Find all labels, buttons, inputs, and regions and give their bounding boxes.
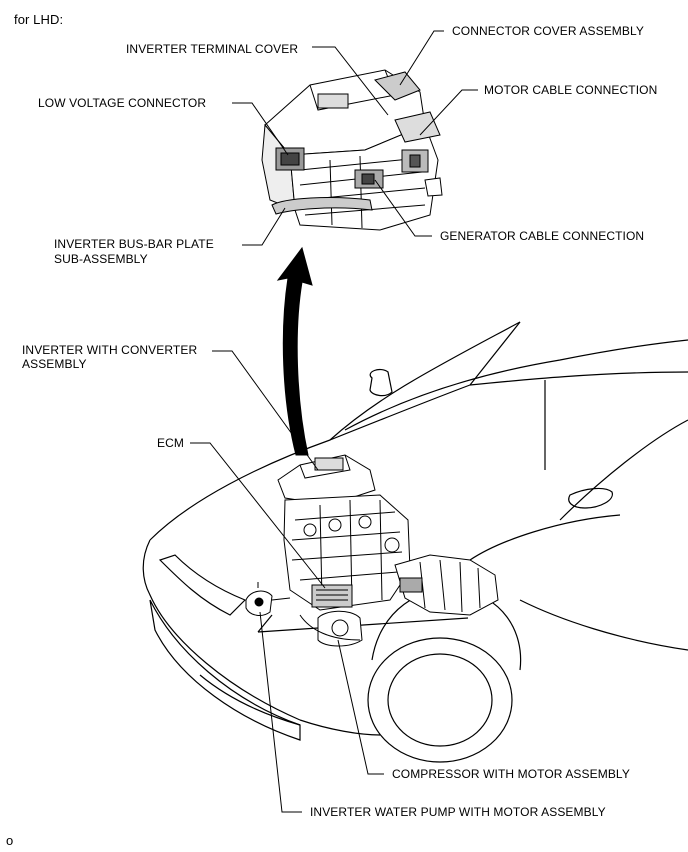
- label-inverter-with-converter-line1: INVERTER WITH CONVERTER: [22, 343, 198, 357]
- label-inverter-bus-bar-plate-line2: SUB-ASSEMBLY: [54, 252, 148, 266]
- inverter-detail: [261, 69, 443, 231]
- page-heading: for LHD:: [14, 12, 64, 27]
- removal-arrow: [276, 246, 313, 456]
- label-inverter-terminal-cover: INVERTER TERMINAL COVER: [126, 42, 299, 56]
- side-mirror: [369, 368, 393, 397]
- label-low-voltage-connector: LOW VOLTAGE CONNECTOR: [38, 96, 207, 110]
- label-inverter-bus-bar-plate-line1: INVERTER BUS-BAR PLATE: [54, 237, 214, 251]
- ecm-box: [311, 584, 353, 608]
- label-connector-cover-assembly: CONNECTOR COVER ASSEMBLY: [452, 24, 644, 38]
- label-motor-cable-connection: MOTOR CABLE CONNECTION: [484, 83, 658, 97]
- leader-lines: [190, 30, 478, 813]
- compressor-body: [317, 610, 363, 647]
- engine-bay-assembly: [245, 454, 499, 647]
- door-handle: [568, 487, 613, 509]
- engine-block: [283, 494, 411, 611]
- figure-id: o: [6, 833, 14, 848]
- label-compressor-with-motor-assembly: COMPRESSOR WITH MOTOR ASSEMBLY: [392, 767, 630, 781]
- label-inverter-with-converter-line2: ASSEMBLY: [22, 357, 87, 371]
- car-body: [142, 321, 688, 763]
- label-generator-cable-connection: GENERATOR CABLE CONNECTION: [440, 229, 645, 243]
- label-inverter-water-pump: INVERTER WATER PUMP WITH MOTOR ASSEMBLY: [310, 805, 606, 819]
- label-ecm: ECM: [157, 436, 184, 450]
